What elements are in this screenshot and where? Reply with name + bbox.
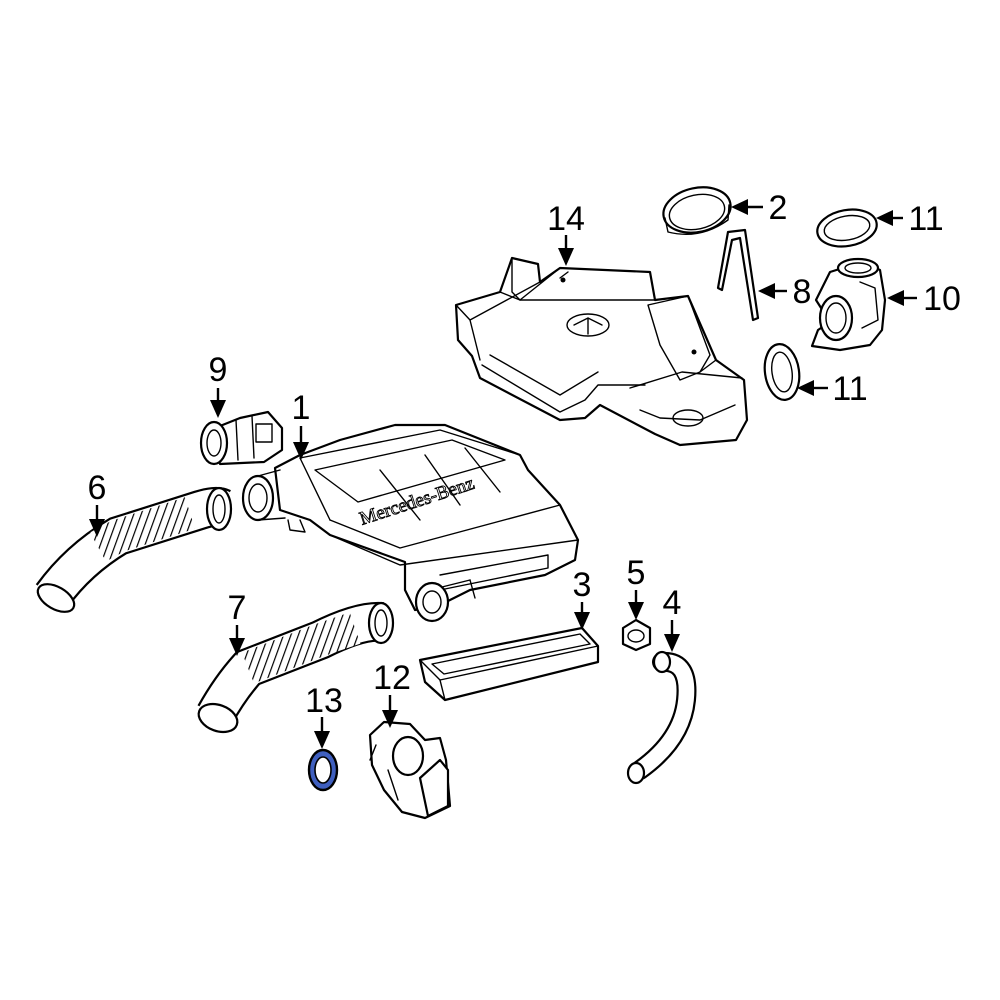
callout-12[interactable]: 12 — [373, 659, 411, 697]
callout-9[interactable]: 9 — [209, 351, 228, 389]
callout-4[interactable]: 4 — [663, 584, 682, 622]
seal-ring-11-lower[interactable] — [761, 342, 802, 402]
callout-14[interactable]: 14 — [547, 200, 585, 238]
callout-6[interactable]: 6 — [88, 469, 107, 507]
intake-adapter-10[interactable] — [810, 257, 887, 352]
air-intake-cover[interactable] — [454, 256, 749, 447]
breather-hose-4[interactable] — [626, 650, 697, 785]
callout-3[interactable]: 3 — [573, 566, 592, 604]
callout-11-lower[interactable]: 11 — [832, 370, 867, 408]
callout-8[interactable]: 8 — [793, 273, 812, 311]
air-filter-housing-1[interactable]: Mercedes-Benz — [241, 423, 580, 623]
sensor-5[interactable] — [621, 618, 652, 652]
callout-1[interactable]: 1 — [292, 389, 311, 427]
callout-2[interactable]: 2 — [769, 189, 788, 227]
callout-11-upper[interactable]: 11 — [908, 200, 943, 238]
callout-5[interactable]: 5 — [627, 554, 646, 592]
callout-10[interactable]: 10 — [923, 280, 961, 318]
bracket-clip-8[interactable] — [716, 228, 760, 322]
throttle-seal-13[interactable] — [307, 748, 339, 792]
intake-hose-7[interactable] — [195, 601, 395, 737]
throttle-body-12[interactable] — [368, 720, 452, 820]
callout-13[interactable]: 13 — [305, 682, 343, 720]
leader-lines — [89, 199, 917, 749]
seal-ring-11-upper[interactable] — [814, 205, 879, 251]
intake-hose-6[interactable] — [33, 486, 233, 618]
air-filter-element-3[interactable] — [418, 626, 600, 702]
air-mass-meter-9[interactable] — [199, 410, 284, 466]
seal-ring-2[interactable] — [659, 181, 735, 238]
callout-labels: 14 2 11 8 10 11 9 1 6 7 3 5 4 12 13 — [88, 189, 961, 720]
callout-7[interactable]: 7 — [228, 589, 247, 627]
